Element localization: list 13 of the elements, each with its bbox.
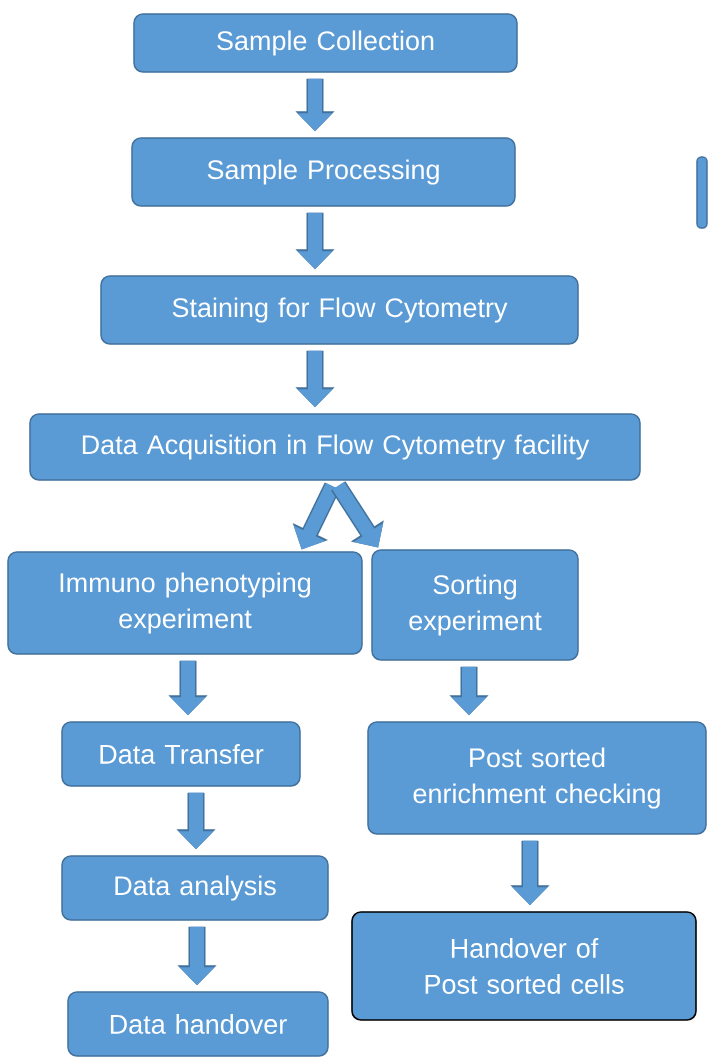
process-box: Post sorted enrichment checking [367,721,707,835]
process-box: Data analysis [61,855,329,921]
process-box: Staining for Flow Cytometry [100,275,579,345]
process-box: Data Transfer [61,721,301,787]
process-box: Handover of Post sorted cells [351,911,697,1021]
process-box: Data Acquisition in Flow Cytometry facility [29,413,641,481]
empty-box [696,156,708,229]
process-box: Sorting experiment [371,549,579,661]
block-arrow [331,481,384,548]
process-box: Sample Processing [131,137,516,207]
process-box: Sample Collection [133,13,518,73]
process-box: Data handover [67,991,329,1057]
process-box: Immuno phenotyping experiment [7,551,363,655]
